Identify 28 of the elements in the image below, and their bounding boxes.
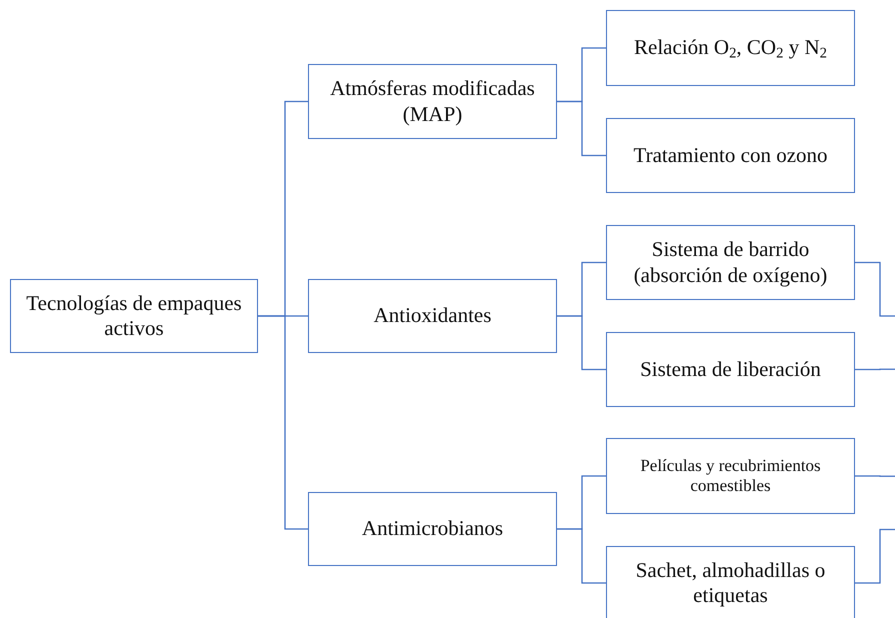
category-box	[10, 279, 258, 353]
category-box	[606, 10, 855, 86]
connector-line	[855, 528, 895, 584]
box-label: Sistema de barrido (absorción de oxígeno)	[632, 237, 828, 288]
category-box	[308, 64, 557, 139]
category-box	[606, 225, 855, 300]
box-label: Sistema de liberación	[640, 356, 821, 382]
connector-line	[557, 528, 606, 584]
connector-line	[855, 262, 895, 317]
box-label: Atmósferas modificadas (MAP)	[329, 76, 536, 127]
category-box	[606, 438, 855, 514]
connector-line	[855, 475, 895, 477]
category-box	[606, 332, 855, 407]
box-label: Antimicrobianos	[362, 516, 504, 542]
connector-line	[258, 315, 308, 530]
category-box	[606, 546, 855, 618]
connector-line	[855, 368, 895, 370]
connector-line	[557, 100, 606, 156]
box-label: Antioxidantes	[374, 303, 492, 329]
box-label: Tecnologías de empaques activos	[25, 290, 243, 342]
box-label: Tratamiento con ozono	[633, 142, 828, 168]
box-label: Sachet, almohadillas o etiquetas	[634, 558, 826, 608]
category-box	[308, 492, 557, 566]
box-label: Relación O$_{2}$, CO$_{2}$ y N$_{2}$	[634, 35, 827, 61]
category-box	[308, 279, 557, 353]
box-label: Películas y recubrimientos comestibles	[639, 456, 822, 496]
category-box	[606, 118, 855, 193]
connector-line	[557, 315, 606, 370]
